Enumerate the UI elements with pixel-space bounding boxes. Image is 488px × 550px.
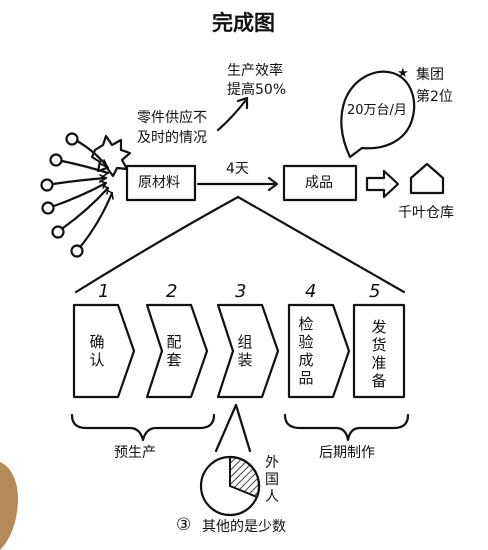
efficiency-arrow bbox=[216, 96, 249, 132]
step-2-number: 2 bbox=[166, 281, 178, 302]
supply-issue-line1: 零件供应不 bbox=[137, 110, 207, 126]
step-5-number: 5 bbox=[369, 281, 381, 302]
efficiency-label-line2: 提高50% bbox=[227, 82, 287, 98]
step-1-number: 1 bbox=[98, 281, 110, 302]
raw-material-box bbox=[125, 164, 197, 202]
step-1-chevron bbox=[72, 303, 136, 399]
lead-time-label: 4天 bbox=[226, 161, 249, 177]
raw-material-label: 原材料 bbox=[138, 175, 180, 191]
pre-production-brace bbox=[70, 413, 216, 442]
step-2-label: 配套 bbox=[166, 333, 182, 369]
process-triangle bbox=[74, 195, 406, 294]
efficiency-label-line1: 生产效率 bbox=[227, 63, 283, 79]
step-4-number: 4 bbox=[305, 281, 317, 302]
pie-callout bbox=[214, 403, 252, 453]
others-minority-label: 其他的是少数 bbox=[202, 519, 286, 535]
starburst-shape bbox=[90, 134, 132, 178]
warehouse-icon bbox=[409, 162, 445, 195]
others-badge: ③ bbox=[176, 515, 192, 535]
foreign-workers-label: 外国人 bbox=[265, 455, 279, 505]
thumb-shape bbox=[0, 462, 18, 550]
post-production-label: 后期制作 bbox=[319, 445, 375, 461]
step-5-box bbox=[352, 303, 406, 399]
star-icon: ★ bbox=[397, 66, 409, 81]
step-3-label: 组装 bbox=[237, 333, 253, 369]
supply-circle-3 bbox=[40, 176, 108, 192]
step-3-number: 3 bbox=[235, 281, 247, 302]
step-5-label: 发货准备 bbox=[371, 318, 387, 390]
lead-time-arrow bbox=[196, 176, 279, 192]
finished-goods-box bbox=[282, 164, 358, 202]
rank-line1: 集团 bbox=[416, 67, 444, 83]
pre-production-label: 预生产 bbox=[114, 445, 156, 461]
step-4-chevron bbox=[287, 303, 351, 399]
step-2-chevron bbox=[145, 303, 209, 399]
supply-issue-line2: 及时的情况 bbox=[137, 130, 207, 146]
warehouse-label: 千叶仓库 bbox=[398, 205, 454, 221]
hollow-arrow bbox=[365, 169, 400, 199]
finished-goods-label: 成品 bbox=[305, 175, 333, 191]
workforce-pie bbox=[199, 455, 261, 517]
rank-line2: 第2位 bbox=[416, 89, 453, 105]
speech-bubble-text: 20万台/月 bbox=[347, 103, 407, 118]
supply-circle-6 bbox=[70, 191, 114, 258]
step-3-chevron bbox=[216, 303, 280, 399]
speech-bubble-shape bbox=[340, 70, 416, 159]
diagram-title: 完成图 bbox=[212, 11, 275, 35]
supply-circle-5 bbox=[51, 186, 110, 239]
step-1-label: 确认 bbox=[89, 333, 105, 369]
step-4-label: 检验成品 bbox=[298, 315, 314, 387]
post-production-brace bbox=[283, 413, 410, 442]
